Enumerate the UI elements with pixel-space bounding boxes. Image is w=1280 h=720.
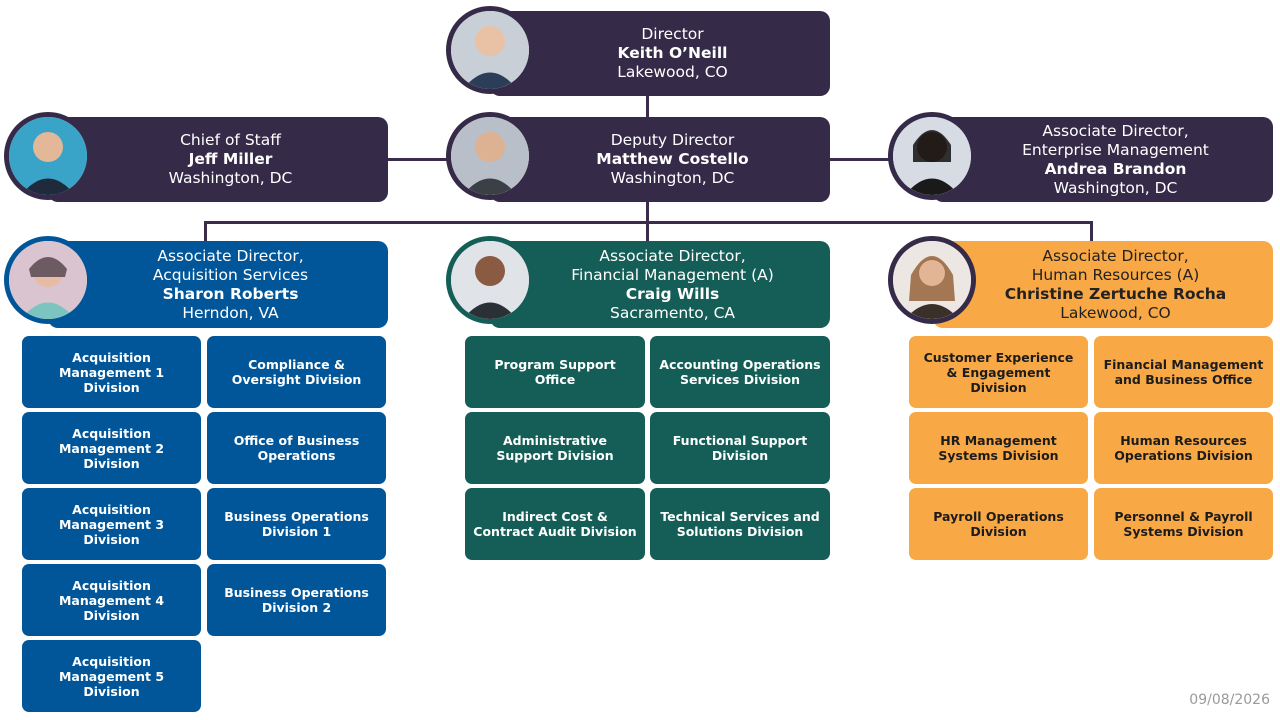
chief-role: Chief of Staff xyxy=(180,131,281,149)
director-location: Lakewood, CO xyxy=(617,63,728,81)
connector-chief xyxy=(387,158,449,161)
deputy-card[interactable]: Deputy Director Matthew Costello Washing… xyxy=(490,117,830,202)
hr-location: Lakewood, CO xyxy=(1060,303,1171,322)
financial-card[interactable]: Associate Director, Financial Management… xyxy=(490,241,830,328)
person-avatar-icon xyxy=(451,117,529,195)
connector-acq xyxy=(204,221,207,242)
financial-division-box[interactable]: Program Support Office xyxy=(465,336,645,408)
person-avatar-icon xyxy=(451,241,529,319)
financial-photo xyxy=(446,236,534,324)
acquisition-division-box[interactable]: Acquisition Management 2 Division xyxy=(22,412,201,484)
connector-director-deputy xyxy=(646,96,649,118)
director-role: Director xyxy=(641,25,704,43)
acquisition-name: Sharon Roberts xyxy=(162,284,299,303)
deputy-name: Matthew Costello xyxy=(596,150,749,168)
acquisition-card[interactable]: Associate Director, Acquisition Services… xyxy=(48,241,388,328)
director-card[interactable]: Director Keith O’Neill Lakewood, CO xyxy=(490,11,830,96)
hr-division-box[interactable]: HR Management Systems Division xyxy=(909,412,1088,484)
director-photo xyxy=(446,6,534,94)
connector-hr xyxy=(1090,221,1093,242)
chief-photo xyxy=(4,112,92,200)
acquisition-location: Herndon, VA xyxy=(182,303,279,322)
deputy-role: Deputy Director xyxy=(610,131,735,149)
enterprise-location: Washington, DC xyxy=(1053,178,1178,197)
hr-role-1: Associate Director, xyxy=(1042,246,1189,265)
hr-division-box[interactable]: Personnel & Payroll Systems Division xyxy=(1094,488,1273,560)
footer-date: 09/08/2026 xyxy=(1189,692,1270,708)
hr-division-box[interactable]: Payroll Operations Division xyxy=(909,488,1088,560)
hr-division-box[interactable]: Human Resources Operations Division xyxy=(1094,412,1273,484)
hr-division-box[interactable]: Financial Management and Business Office xyxy=(1094,336,1273,408)
enterprise-name: Andrea Brandon xyxy=(1044,159,1187,178)
acquisition-division-box[interactable]: Acquisition Management 3 Division xyxy=(22,488,201,560)
financial-location: Sacramento, CA xyxy=(609,303,736,322)
connector-enterprise xyxy=(829,158,891,161)
financial-division-box[interactable]: Functional Support Division xyxy=(650,412,830,484)
acquisition-division-box[interactable]: Compliance & Oversight Division xyxy=(207,336,386,408)
financial-division-box[interactable]: Administrative Support Division xyxy=(465,412,645,484)
chief-location: Washington, DC xyxy=(168,169,293,187)
deputy-location: Washington, DC xyxy=(610,169,735,187)
chief-name: Jeff Miller xyxy=(188,150,273,168)
financial-division-box[interactable]: Accounting Operations Services Division xyxy=(650,336,830,408)
person-avatar-icon xyxy=(9,241,87,319)
person-avatar-icon xyxy=(451,11,529,89)
person-avatar-icon xyxy=(893,117,971,195)
hr-photo xyxy=(888,236,976,324)
acquisition-division-box[interactable]: Acquisition Management 4 Division xyxy=(22,564,201,636)
deputy-photo xyxy=(446,112,534,200)
acquisition-division-box[interactable]: Acquisition Management 5 Division xyxy=(22,640,201,712)
person-avatar-icon xyxy=(9,117,87,195)
enterprise-photo xyxy=(888,112,976,200)
acquisition-role-1: Associate Director, xyxy=(157,246,304,265)
acquisition-division-box[interactable]: Business Operations Division 1 xyxy=(207,488,386,560)
hr-name: Christine Zertuche Rocha xyxy=(1004,284,1227,303)
hr-card[interactable]: Associate Director, Human Resources (A) … xyxy=(933,241,1273,328)
acquisition-division-box[interactable]: Business Operations Division 2 xyxy=(207,564,386,636)
financial-division-box[interactable]: Technical Services and Solutions Divisio… xyxy=(650,488,830,560)
financial-division-box[interactable]: Indirect Cost & Contract Audit Division xyxy=(465,488,645,560)
enterprise-role-2: Enterprise Management xyxy=(1022,140,1209,159)
acquisition-photo xyxy=(4,236,92,324)
financial-role-2: Financial Management (A) xyxy=(571,265,774,284)
connector-horizontal xyxy=(204,221,1093,224)
financial-name: Craig Wills xyxy=(625,284,720,303)
director-name: Keith O’Neill xyxy=(617,44,728,62)
person-avatar-icon xyxy=(893,241,971,319)
enterprise-role-1: Associate Director, xyxy=(1042,121,1189,140)
financial-role-1: Associate Director, xyxy=(599,246,746,265)
hr-division-box[interactable]: Customer Experience & Engagement Divisio… xyxy=(909,336,1088,408)
acquisition-division-box[interactable]: Office of Business Operations xyxy=(207,412,386,484)
enterprise-card[interactable]: Associate Director, Enterprise Managemen… xyxy=(933,117,1273,202)
acquisition-division-box[interactable]: Acquisition Management 1 Division xyxy=(22,336,201,408)
acquisition-role-2: Acquisition Services xyxy=(152,265,309,284)
hr-role-2: Human Resources (A) xyxy=(1031,265,1200,284)
chief-of-staff-card[interactable]: Chief of Staff Jeff Miller Washington, D… xyxy=(48,117,388,202)
